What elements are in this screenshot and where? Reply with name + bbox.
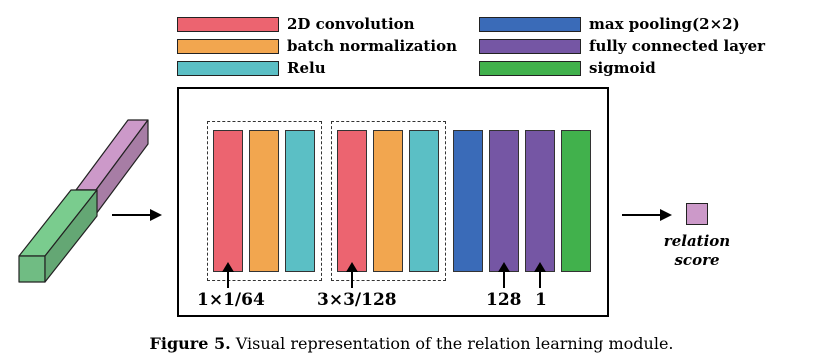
legend-swatch-conv [177,17,279,32]
relation-module-box [177,87,609,317]
legend-item-batchnorm: batch normalization [177,38,457,55]
legend-item-fc: fully connected layer [479,38,765,55]
layer-relu-2 [409,130,439,272]
input-arrow [112,209,162,221]
arrow-block-2 [346,262,358,288]
input-bar-bottom [18,189,98,283]
legend-label-batchnorm: batch normalization [287,37,457,55]
layer-relu-1 [285,130,315,272]
conv-block-1-group [207,121,322,281]
legend-swatch-batchnorm [177,39,279,54]
caption-prefix: Figure 5. [149,334,231,353]
legend: 2D convolution batch normalization Relu … [0,0,823,90]
legend-label-conv: 2D convolution [287,15,415,33]
legend-label-fc: fully connected layer [589,37,766,55]
legend-swatch-fc [479,39,581,54]
label-fc-1: 128 [486,290,522,310]
legend-item-conv: 2D convolution [177,16,415,33]
label-fc-2: 1 [535,290,547,310]
layer-maxpool [453,130,483,272]
layer-batchnorm-1 [249,130,279,272]
legend-label-sigmoid: sigmoid [589,59,656,77]
arrow-fc-2 [534,262,546,288]
relation-score-label: relation score [652,232,742,270]
layer-sigmoid [561,130,591,272]
legend-label-relu: Relu [287,59,326,77]
layer-conv-2 [337,130,367,272]
label-block-2: 3×3/128 [317,290,397,310]
relation-score-swatch [686,203,708,225]
relation-score-line2: score [674,251,720,269]
layer-fc-1 [489,130,519,272]
relation-score-line1: relation [663,232,731,250]
legend-swatch-relu [177,61,279,76]
legend-label-maxpool: max pooling(2×2) [589,15,740,33]
figure-caption: Figure 5. Visual representation of the r… [0,334,823,353]
legend-swatch-maxpool [479,17,581,32]
layer-conv-1 [213,130,243,272]
arrow-block-1 [222,262,234,288]
output-arrow [622,209,672,221]
layer-batchnorm-2 [373,130,403,272]
caption-text: Visual representation of the relation le… [230,334,674,353]
label-block-1: 1×1/64 [197,290,265,310]
conv-block-2-group [331,121,446,281]
arrow-fc-1 [498,262,510,288]
legend-swatch-sigmoid [479,61,581,76]
legend-item-relu: Relu [177,60,326,77]
legend-item-sigmoid: sigmoid [479,60,656,77]
layer-fc-2 [525,130,555,272]
legend-item-maxpool: max pooling(2×2) [479,16,740,33]
